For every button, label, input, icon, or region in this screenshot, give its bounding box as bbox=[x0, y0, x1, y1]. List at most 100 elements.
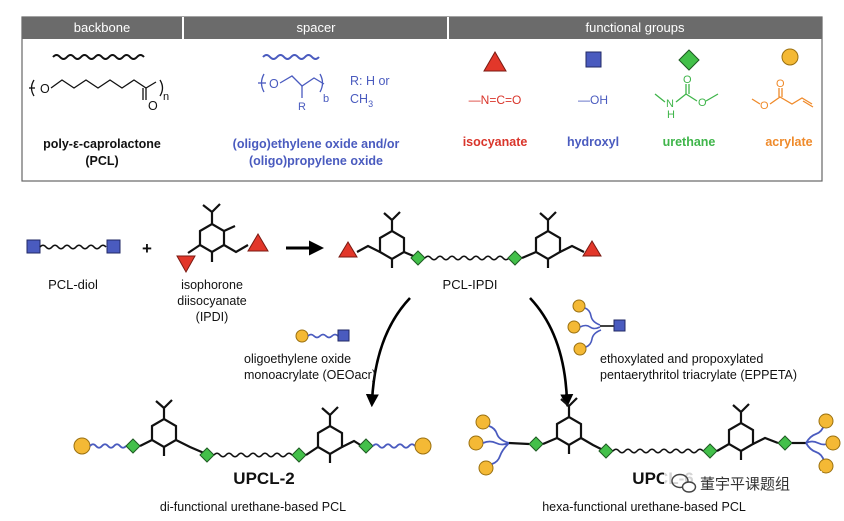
cyclohexane-ring bbox=[316, 424, 344, 456]
urethane-o-side: O bbox=[698, 97, 707, 109]
eppeta-molecule: ethoxylated and propoxylated pentaerythr… bbox=[567, 299, 797, 382]
acrylate-o-side: O bbox=[760, 100, 769, 112]
bracket-right bbox=[159, 79, 164, 97]
isocyanate-triangle-icon bbox=[176, 255, 196, 274]
reaction-arrow-to-upcl2 bbox=[365, 297, 411, 408]
functional-groups-header: functional groups bbox=[585, 20, 685, 35]
plus-sign: + bbox=[142, 239, 152, 258]
pcl-wavy-chain bbox=[424, 255, 516, 261]
upcl2-label: UPCL-2 bbox=[233, 469, 294, 488]
upcl6-description: hexa-functional urethane-based PCL bbox=[542, 500, 746, 514]
acrylate-o-top: O bbox=[776, 78, 785, 90]
urethane-diamond-icon bbox=[291, 447, 307, 463]
hydroxyl-label: hydroxyl bbox=[567, 135, 619, 149]
urethane-n: N bbox=[666, 98, 674, 110]
acrylate-circle-icon bbox=[818, 413, 834, 429]
isocyanate-label: isocyanate bbox=[463, 135, 528, 149]
acrylate-circle-icon bbox=[295, 329, 309, 343]
urethane-diamond-icon bbox=[777, 435, 793, 451]
urethane-label: urethane bbox=[663, 135, 716, 149]
acrylate-circle-icon bbox=[572, 299, 586, 313]
acrylate-label: acrylate bbox=[765, 135, 812, 149]
hydroxyl-square-icon bbox=[585, 51, 602, 68]
acrylate-carbonyl bbox=[778, 88, 783, 97]
spacer-column: O R b R: H or CH3 (oligo)ethylene oxide … bbox=[233, 54, 400, 168]
spacer-name-line1: (oligo)ethylene oxide and/or bbox=[233, 137, 400, 151]
urethane-diamond-icon bbox=[598, 443, 614, 459]
backbone-abbrev: (PCL) bbox=[85, 154, 118, 168]
urethane-h: H bbox=[667, 109, 675, 121]
spacer-wavy-chain bbox=[307, 333, 339, 339]
urethane-skeleton bbox=[654, 93, 719, 103]
spacer-oxygen: O bbox=[269, 77, 279, 91]
ring-substituents bbox=[539, 211, 585, 268]
urethane-diamond-icon bbox=[702, 443, 718, 459]
hydroxyl-formula: —OH bbox=[578, 93, 608, 107]
eppeta-label-line2: pentaerythritol triacrylate (EPPETA) bbox=[600, 368, 797, 382]
acrylate-group: O O acrylate bbox=[751, 48, 814, 149]
legend-header-bar bbox=[22, 17, 822, 39]
bond-line bbox=[508, 436, 558, 446]
urethane-diamond-icon bbox=[507, 250, 523, 266]
hydroxyl-square-icon bbox=[106, 239, 121, 254]
isocyanate-triangle-icon bbox=[338, 241, 358, 258]
repeat-n: n bbox=[163, 91, 169, 103]
isocyanate-formula: —N=C=O bbox=[469, 93, 522, 107]
spacer-r-ch3: CH3 bbox=[350, 92, 373, 109]
isocyanate-triangle-icon bbox=[483, 51, 507, 72]
bond-line bbox=[521, 250, 537, 260]
cyclohexane-ring bbox=[555, 415, 583, 447]
cyclohexane-ring bbox=[378, 229, 406, 261]
spacer-name-line2: (oligo)propylene oxide bbox=[249, 154, 383, 168]
ring-substituents bbox=[560, 397, 604, 454]
urethane-diamond-icon bbox=[125, 438, 141, 454]
bond-line bbox=[305, 446, 319, 456]
watermark: 董宇平课题组 bbox=[664, 471, 822, 495]
backbone-name: poly-ε-caprolactone bbox=[43, 137, 161, 151]
backbone-wavy-symbol bbox=[52, 54, 145, 60]
acrylate-circle-icon bbox=[825, 435, 841, 451]
legend-panel: backbone spacer functional groups O O n … bbox=[21, 16, 823, 182]
spacer-header: spacer bbox=[296, 20, 336, 35]
pcl-ipdi-label: PCL-IPDI bbox=[443, 277, 498, 292]
pcl-diol-label: PCL-diol bbox=[48, 277, 98, 292]
urethane-diamond-icon bbox=[358, 438, 374, 454]
ring-substituents bbox=[732, 403, 779, 460]
urethane-carbonyl bbox=[685, 84, 690, 94]
hydroxyl-square-icon bbox=[337, 329, 350, 342]
ipdi-bonds bbox=[187, 203, 249, 262]
hydroxyl-square-icon bbox=[26, 239, 41, 254]
urethane-group: O N H O urethane bbox=[654, 49, 719, 149]
oeoacr-label-line1: oligoethylene oxide bbox=[244, 352, 351, 366]
spacer-r-definition: R: H or bbox=[350, 74, 390, 88]
watermark-text: 董宇平课题组 bbox=[700, 476, 790, 493]
upcl2-molecule: UPCL-2 di-functional urethane-based PCL bbox=[73, 399, 432, 514]
pcl-wavy-chain bbox=[213, 452, 293, 458]
pcl-wavy-chain bbox=[612, 448, 704, 454]
backbone-column: O O n poly-ε-caprolactone (PCL) bbox=[29, 54, 169, 168]
acrylate-skeleton bbox=[751, 96, 814, 108]
spacer-b: b bbox=[323, 93, 329, 105]
bond-line bbox=[716, 443, 730, 452]
upcl2-description: di-functional urethane-based PCL bbox=[160, 500, 346, 514]
cyclohexane-ring bbox=[727, 421, 755, 453]
acrylate-circle-icon bbox=[414, 437, 432, 455]
acrylate-circle-icon bbox=[73, 437, 91, 455]
cyclohexane-ring bbox=[150, 417, 178, 449]
upcl6-molecule: UPCL-6 hexa-functional urethane-based PC… bbox=[468, 397, 841, 514]
backbone-header: backbone bbox=[74, 20, 130, 35]
bond-line bbox=[139, 439, 153, 447]
reaction-scheme: PCL-diol + isophorone diisocyanate (IPDI… bbox=[26, 203, 841, 514]
pcl-diol-molecule: PCL-diol bbox=[26, 239, 121, 292]
carbonyl-bond bbox=[142, 88, 147, 100]
isocyanate-triangle-icon bbox=[582, 240, 602, 257]
acrylate-circle-icon bbox=[475, 414, 491, 430]
cyclohexane-ring bbox=[534, 229, 562, 261]
isocyanate-group: —N=C=O isocyanate bbox=[463, 51, 528, 149]
hydroxyl-group: —OH hydroxyl bbox=[567, 51, 619, 149]
acrylate-circle-icon bbox=[478, 460, 494, 476]
pcl-wavy-chain bbox=[39, 244, 107, 250]
urethane-diamond-icon bbox=[528, 436, 544, 452]
hydroxyl-square-icon bbox=[613, 319, 626, 332]
